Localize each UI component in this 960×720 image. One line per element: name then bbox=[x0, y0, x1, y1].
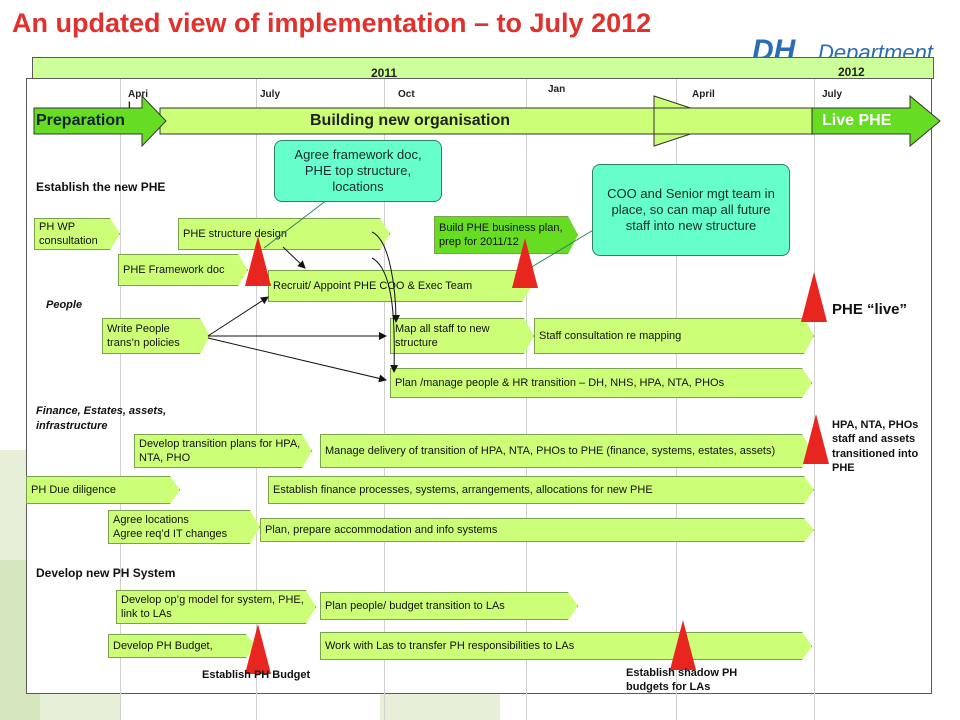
page-title: An updated view of implementation – to J… bbox=[12, 8, 652, 38]
milestone-triangle bbox=[512, 238, 538, 288]
task-develop-transition-plans: Develop transition plans for HPA, NTA, P… bbox=[134, 434, 312, 468]
milestone-triangle bbox=[245, 236, 271, 286]
milestone-phe-live: PHE “live” bbox=[832, 301, 908, 318]
section-develop: Develop new PH System bbox=[36, 566, 176, 580]
section-establish: Establish the new PHE bbox=[36, 180, 166, 194]
month-jan: Jan bbox=[548, 84, 566, 95]
year-2011: 2011 bbox=[371, 66, 398, 80]
milestone-shadow-budgets: Establish shadow PH budgets for LAs bbox=[626, 667, 738, 694]
milestone-triangle bbox=[801, 272, 827, 322]
task-phe-structure-design: PHE structure design bbox=[178, 218, 390, 250]
task-phe-framework-doc: PHE Framework doc bbox=[118, 254, 248, 286]
task-ph-wp-consultation: PH WP consultation bbox=[34, 218, 120, 250]
milestone-triangle bbox=[803, 414, 829, 464]
task-plan-budget-transition: Plan people/ budget transition to LAs bbox=[320, 592, 578, 620]
task-plan-accommodation: Plan, prepare accommodation and info sys… bbox=[260, 518, 814, 542]
task-ph-due-diligence: PH Due diligence bbox=[26, 476, 180, 504]
section-finance: Finance, Estates, assets, infrastructure bbox=[36, 405, 167, 433]
task-work-with-las: Work with Las to transfer PH responsibil… bbox=[320, 632, 812, 660]
milestone-transitioned: HPA, NTA, PHOs staff and assets transiti… bbox=[832, 419, 919, 474]
milestone-triangle bbox=[245, 624, 271, 674]
month-april: Apri l bbox=[128, 89, 148, 112]
year-bar bbox=[32, 57, 934, 79]
task-agree-locations-line2: Agree req’d IT changes bbox=[113, 528, 228, 540]
phase-preparation: Preparation bbox=[36, 112, 125, 129]
month-july: July bbox=[260, 89, 281, 100]
task-map-all-staff: Map all staff to new structure bbox=[390, 318, 534, 354]
gridline bbox=[120, 78, 121, 720]
task-staff-consultation: Staff consultation re mapping bbox=[534, 318, 814, 354]
task-recruit-coo: Recruit/ Appoint PHE COO & Exec Team bbox=[268, 270, 532, 302]
section-people: People bbox=[46, 299, 83, 311]
gridline bbox=[676, 78, 677, 720]
callout-agree-framework: Agree framework doc, PHE top structure, … bbox=[274, 140, 442, 202]
task-agree-locations-line1: Agree locations bbox=[113, 513, 189, 526]
milestone-triangle bbox=[670, 620, 696, 670]
task-establish-finance: Establish finance processes, systems, ar… bbox=[268, 476, 814, 504]
task-manage-delivery: Manage delivery of transition of HPA, NT… bbox=[320, 434, 812, 468]
gridline bbox=[814, 78, 815, 720]
task-build-business-plan: Build PHE business plan, prep for 2011/1… bbox=[434, 216, 578, 254]
month-april-2012: April bbox=[692, 89, 715, 100]
task-develop-operating-model: Develop op’g model for system, PHE, link… bbox=[116, 590, 316, 624]
gridline bbox=[526, 78, 527, 720]
task-agree-locations: Agree locations Agree req’d IT changes bbox=[108, 510, 260, 544]
phase-building: Building new organisation bbox=[310, 112, 510, 129]
task-develop-ph-budget: Develop PH Budget, bbox=[108, 634, 256, 658]
task-plan-manage-people: Plan /manage people & HR transition – DH… bbox=[390, 368, 812, 398]
month-july-2012: July bbox=[822, 89, 843, 100]
callout-coo-senior-team: COO and Senior mgt team in place, so can… bbox=[592, 164, 790, 256]
gridline bbox=[384, 78, 385, 720]
year-2012: 2012 bbox=[838, 65, 865, 79]
task-write-people-policies: Write People trans’n policies bbox=[102, 318, 210, 354]
phase-live: Live PHE bbox=[822, 112, 892, 129]
milestone-ph-budget: Establish PH Budget bbox=[202, 669, 311, 681]
gridline bbox=[256, 78, 257, 720]
month-oct: Oct bbox=[398, 89, 415, 100]
